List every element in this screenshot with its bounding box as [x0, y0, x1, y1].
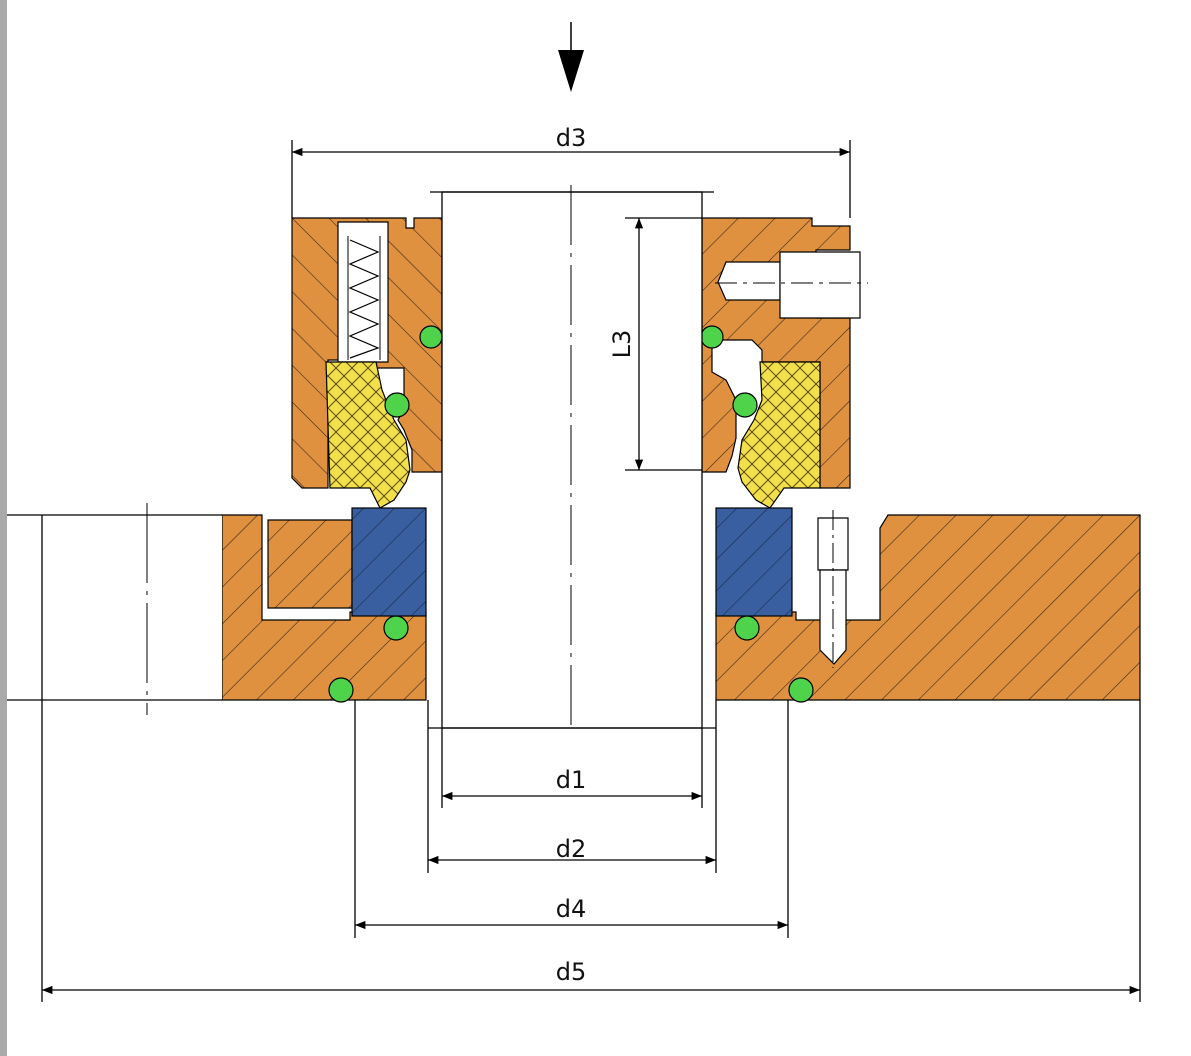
- frame-border: [0, 0, 7, 1056]
- label-d3: d3: [556, 124, 587, 152]
- flow-arrow: [558, 22, 584, 92]
- dimension-lines: [41, 140, 1141, 1002]
- label-d5: d5: [556, 958, 587, 986]
- right-base-housing: [715, 507, 1141, 703]
- left-base-housing: [7, 503, 427, 715]
- label-d1: d1: [556, 766, 587, 794]
- label-d4: d4: [556, 895, 587, 923]
- label-d2: d2: [556, 835, 587, 863]
- label-l3: L3: [608, 330, 636, 359]
- shaft: [430, 185, 714, 730]
- left-gland: [291, 217, 443, 509]
- right-gland: [700, 217, 868, 509]
